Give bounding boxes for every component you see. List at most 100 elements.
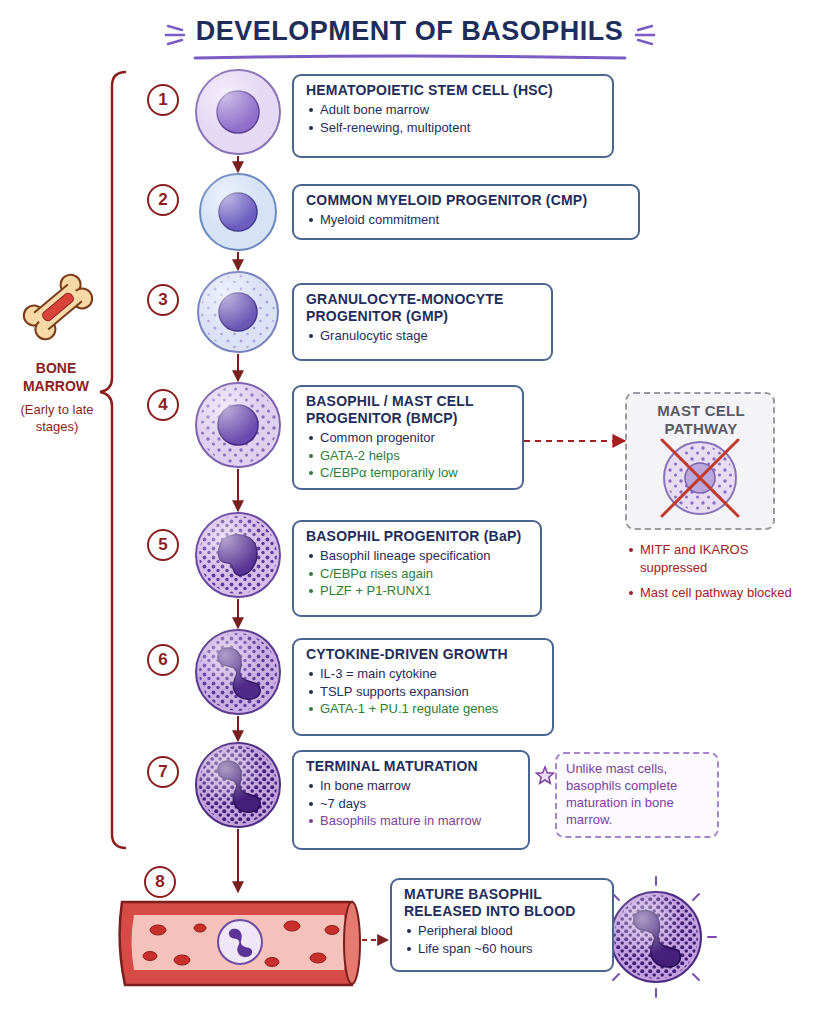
bullet-item: C/EBPα rises again [306,565,530,583]
dashed-arrow [524,440,625,442]
maturation-box: TERMINAL MATURATION In bone marrow ~7 days… [292,750,530,850]
bullet-item: Basophils mature in marrow [306,812,518,830]
bullet-dot [309,108,313,112]
node-heading: BASOPHIL / MAST CELL PROGENITOR (BMCP) [306,393,512,427]
mature-basophil-box: MATURE BASOPHIL RELEASED INTO BLOOD Perip… [390,878,614,972]
bullet-dot [309,454,313,458]
callout-number: 7 [148,762,178,782]
bullet-dot [309,690,313,694]
blocked-mast-cell [662,440,738,516]
callout-number: 2 [148,190,178,210]
bullet-dot [309,819,313,823]
bullet-dot [309,802,313,806]
region-label: BONE MARROW [12,360,100,395]
bullet-dot [407,929,411,933]
bullet-dot [309,334,313,338]
node-heading: MATURE BASOPHIL RELEASED INTO BLOOD [404,886,602,920]
node-heading: HEMATOPOIETIC STEM CELL (HSC) [306,82,602,99]
bullet-text: GATA-2 helps [320,448,400,463]
mature-basophil-cell [596,877,716,997]
bone-icon [20,271,97,344]
number-circles [145,85,178,897]
label-text: MITF and IKAROS suppressed [640,542,748,575]
bullet-dot [407,947,411,951]
bullet-item: Common progenitor [306,429,512,447]
star-symbol [536,767,553,783]
label-text: Mast cell pathway blocked [640,585,792,600]
bullet-item: Peripheral blood [404,922,602,940]
note-text: Unlike mast cells, basophils complete ma… [566,761,708,829]
bullet-dot [309,589,313,593]
bullet-text: ~7 days [320,796,366,811]
cmp-cell [200,174,276,250]
bullet-text: IL-3 = main cytokine [320,666,437,681]
callout-number: 8 [145,872,175,892]
callout-number: 3 [148,290,178,310]
bullet-dot [309,126,313,130]
callout-number: 6 [148,650,178,670]
blood-vessel [120,902,360,985]
bullet-text: Common progenitor [320,430,435,445]
bap-cell [196,513,280,597]
bullet-item: IL-3 = main cytokine [306,665,542,683]
callout-number: 5 [148,535,178,555]
node-heading: MAST CELL PATHWAY [639,402,763,439]
bullet-text: GATA-1 + PU.1 regulate genes [320,701,498,716]
bullet-item: Adult bone marrow [306,101,602,119]
bullet-text: TSLP supports expansion [320,684,469,699]
bullet-dot [309,471,313,475]
bullet-text: Basophils mature in marrow [320,813,481,828]
bullet-item: ~7 days [306,795,518,813]
hsc-cell [196,70,280,154]
growing-cell [196,630,280,714]
bullet-text: Peripheral blood [418,923,513,938]
bullet-item: Myeloid commitment [306,211,628,229]
bullet-text: Life span ~60 hours [418,941,533,956]
bullet-item: In bone marrow [306,777,518,795]
bullet-item: C/EBPα temporarily low [306,464,512,482]
bullet-item: GATA-1 + PU.1 regulate genes [306,700,542,718]
gmp-box: GRANULOCYTE-MONOCYTE PROGENITOR (GMP) Gra… [292,283,553,361]
bullet-text: PLZF + P1-RUNX1 [320,583,431,598]
bullet-dot [309,672,313,676]
cmp-box: COMMON MYELOID PROGENITOR (CMP) Myeloid c… [292,184,640,240]
bmcp-box: BASOPHIL / MAST CELL PROGENITOR (BMCP) Co… [292,385,524,490]
bullet-dot [309,784,313,788]
bullet-text: Myeloid commitment [320,212,439,227]
bullet-dot [309,707,313,711]
node-heading: TERMINAL MATURATION [306,758,518,775]
bullet-text: C/EBPα temporarily low [320,465,458,480]
bullet-dot [309,436,313,440]
callout-number: 1 [148,90,178,110]
bullet-text: C/EBPα rises again [320,566,433,581]
bullet-item: TSLP supports expansion [306,683,542,701]
node-heading: CYTOKINE-DRIVEN GROWTH [306,646,542,663]
node-heading: COMMON MYELOID PROGENITOR (CMP) [306,192,628,209]
growth-box: CYTOKINE-DRIVEN GROWTH IL-3 = main cytoki… [292,638,554,736]
bullet-dot [309,218,313,222]
bmcp-cell [196,383,280,467]
region-note: (Early to late stages) [18,402,96,436]
node-heading: GRANULOCYTE-MONOCYTE PROGENITOR (GMP) [306,291,541,325]
bullet-item: Granulocytic stage [306,327,541,345]
bullet-text: Self-renewing, multipotent [320,120,470,135]
bullet-item: Life span ~60 hours [404,940,602,958]
maturing-cell [196,743,280,827]
release-arrow [362,939,388,941]
bullet-text: Adult bone marrow [320,102,429,117]
bullet-dot [309,554,313,558]
blocked-note: Mast cell pathway blocked [626,584,800,602]
gmp-cell [198,272,278,352]
note-box: Unlike mast cells, basophils complete ma… [555,752,719,838]
bullet-text: In bone marrow [320,778,410,793]
mast-pathway-box: MAST CELL PATHWAY [625,392,775,530]
bullet-text: Granulocytic stage [320,328,428,343]
blocked-note: MITF and IKAROS suppressed [626,541,800,576]
bullet-dot [629,591,633,595]
bullet-item: PLZF + P1-RUNX1 [306,582,530,600]
hsc-box: HEMATOPOIETIC STEM CELL (HSC) Adult bone … [292,74,614,158]
bullet-item: Basophil lineage specification [306,547,530,565]
bullet-text: Basophil lineage specification [320,548,491,563]
